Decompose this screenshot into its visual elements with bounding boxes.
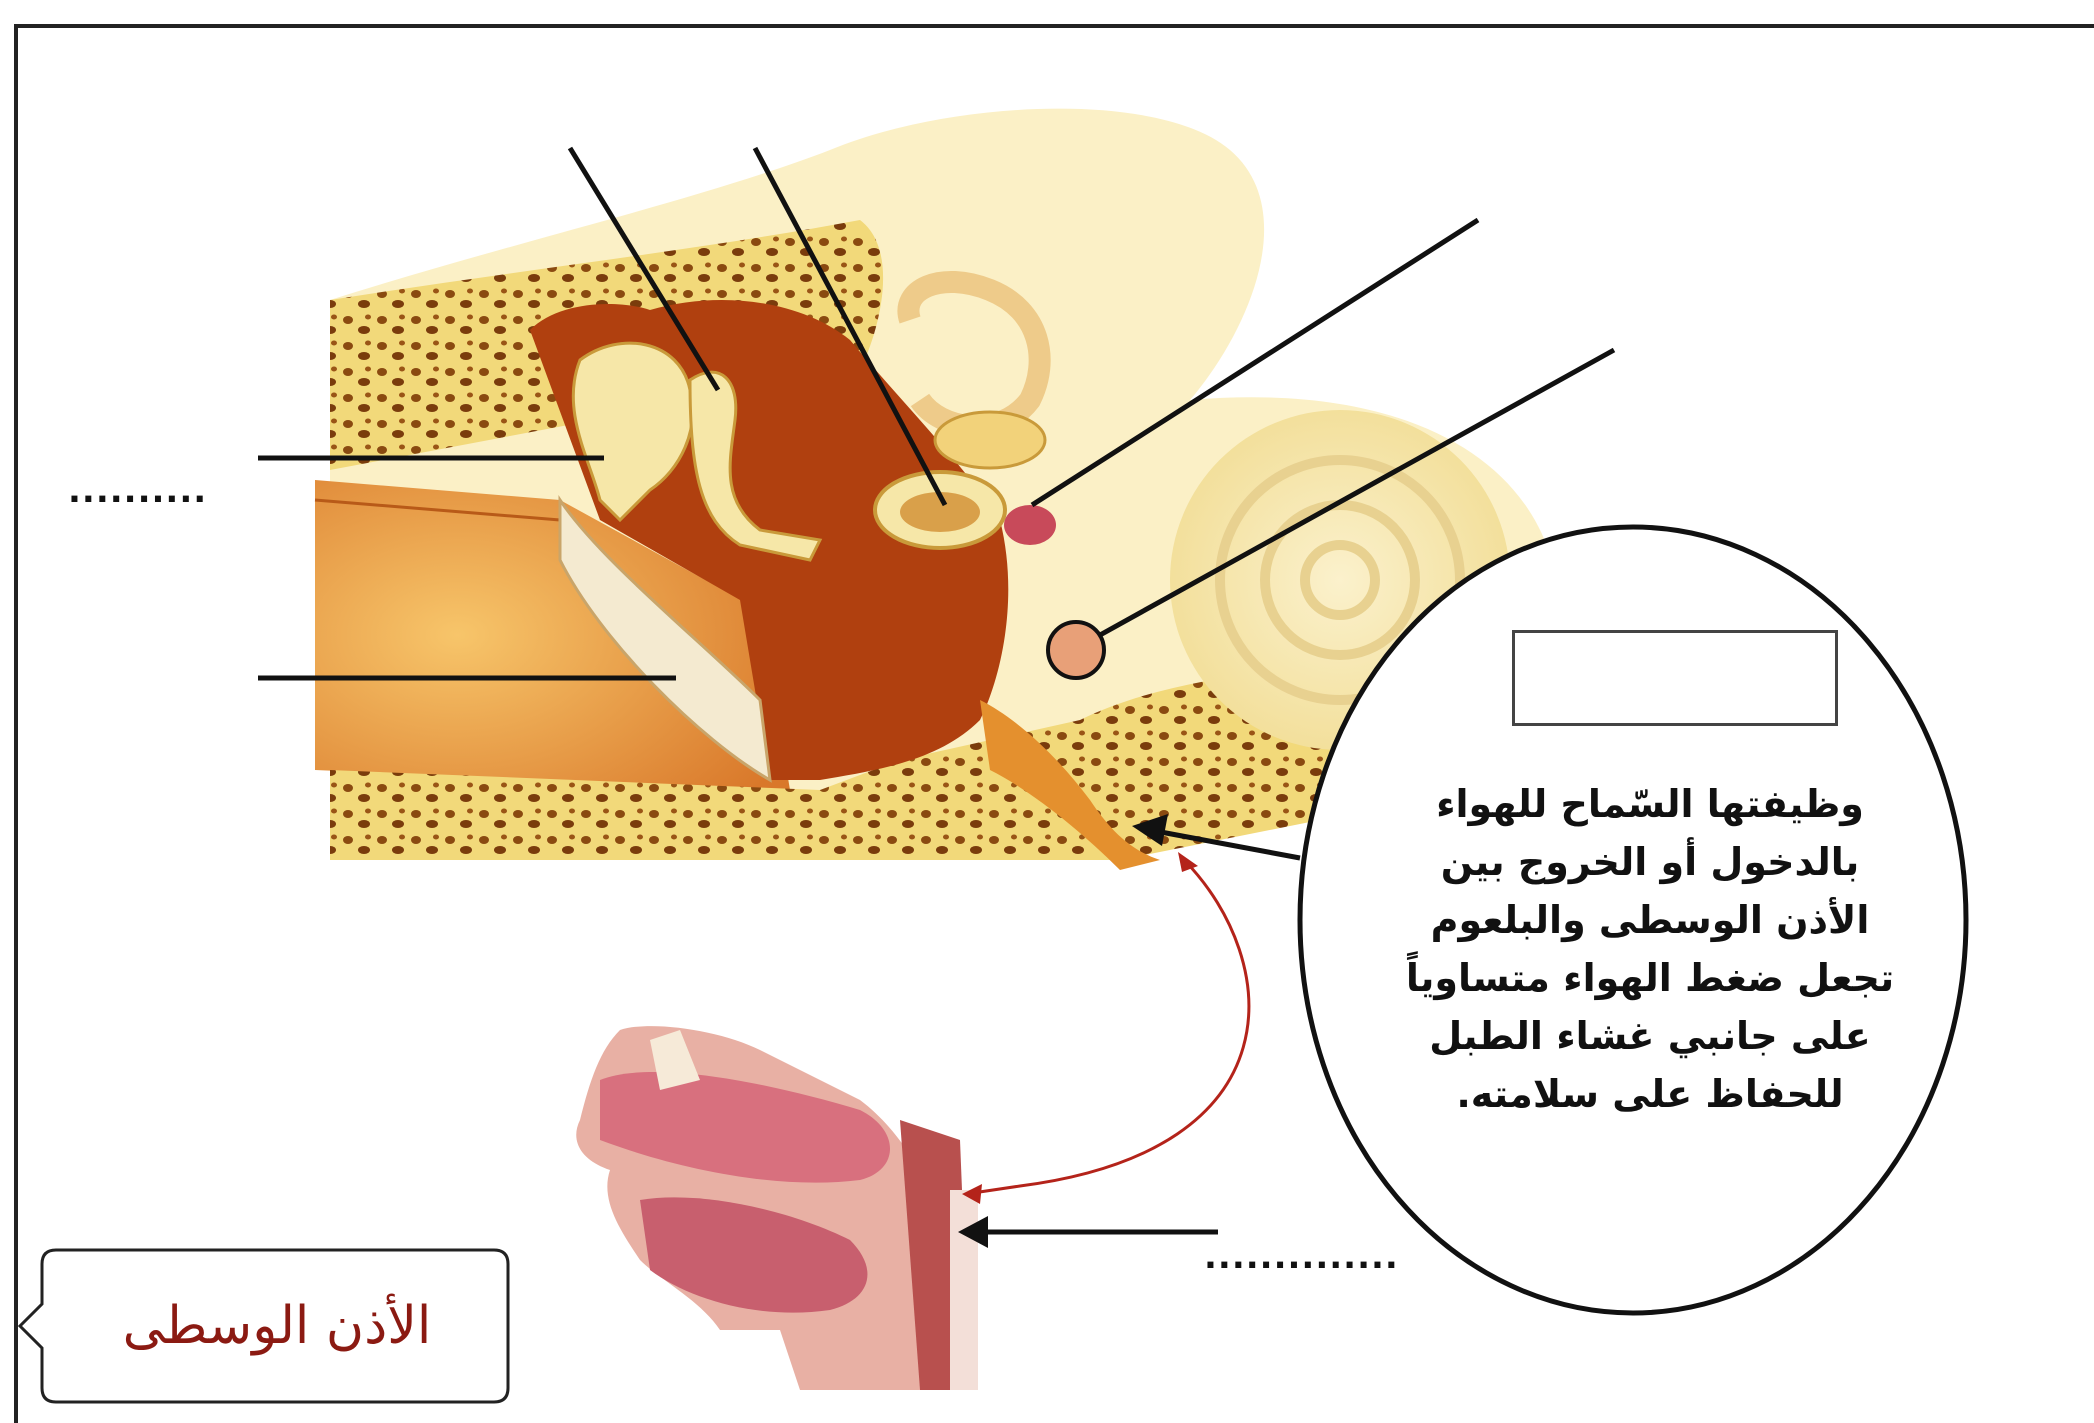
- callout-label: الأذن الوسطى: [46, 1254, 508, 1398]
- red-connector-arrow: [966, 862, 1249, 1194]
- oval-window: [1004, 505, 1056, 545]
- answer-blank-bottom: ..............: [1204, 1240, 1399, 1274]
- answer-box[interactable]: [1512, 630, 1838, 726]
- round-window: [1048, 622, 1104, 678]
- head-section-inset: [576, 1026, 978, 1390]
- answer-blank-left: ..........: [68, 474, 207, 508]
- eustachian-function-text: وظيفتها السّماح للهواء بالدخول أو الخروج…: [1390, 775, 1910, 1123]
